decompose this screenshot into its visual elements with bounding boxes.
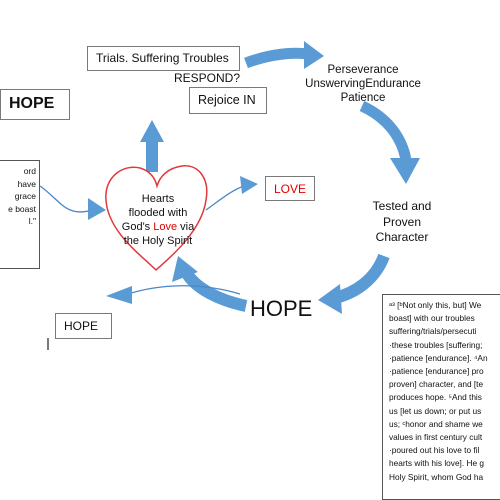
left-note-line: have [17,178,36,189]
arrow-perseverance-to-tested [359,101,420,184]
hope-left-label: HOPE [9,95,55,112]
heart-line-3-post: via [177,221,195,233]
left-note-line: l." [28,216,36,226]
heart-line-1: Hearts [141,193,175,205]
hope-big-label: HOPE [250,296,313,321]
heart-line-4: the Holy Spirit [123,235,193,247]
hope-small-label: HOPE [64,319,99,333]
scripture-line: values in first century cult [389,432,483,443]
rejoice-box: Rejoice IN [189,87,267,114]
trials-label: Trials. Suffering Troubles [96,51,229,65]
character-line: Character [375,230,429,244]
heart-line-2: flooded with [128,207,188,219]
scripture-line: proven] character, and [te [389,379,484,390]
left-note-line: e boast [8,203,36,214]
scripture-line: ·patience [endurance]. ⁴An [389,352,488,363]
endurance-line: UnswervingEndurance [305,78,421,90]
scripture-line: boast] with our troubles [389,313,475,324]
scripture-line: ·poured out his love to fil [389,445,480,456]
scripture-box: ᵃ³ [ᵇNot only this, but] We boast] with … [382,294,500,500]
hope-left-box: HOPE [0,89,70,120]
love-label: LOVE [274,182,307,196]
scripture-line: us [let us down; or put us [389,405,482,416]
arrow-hope-to-hope-small [106,285,241,304]
scripture-line: suffering/trials/persecuti [389,326,477,337]
hope-small-box: HOPE [55,313,112,339]
arrow-hope-to-heart [172,256,248,312]
perseverance-label: Perseverance UnswervingEndurance Patienc… [300,63,426,105]
scripture-line: ᵃ³ [ᵇNot only this, but] We [389,300,482,310]
scripture-line: produces hope. ⁵And this [389,392,482,403]
respond-label: RESPOND? [174,71,241,85]
rejoice-label: Rejoice IN [198,93,256,107]
arrow-note-to-heart [39,185,106,220]
left-note-line: grace [14,191,36,201]
proven-line: Proven [382,214,422,229]
love-box: LOVE [265,176,315,201]
arrow-heart-to-rejoice [140,120,164,172]
perseverance-line: Perseverance [327,64,399,76]
scripture-line: hearts with his love]. He g [389,458,484,469]
scripture-line: ·these troubles [suffering; [389,339,483,350]
heart-text: Hearts flooded with God's Love via the H… [106,192,210,248]
heart-line-3: God's Love via [106,220,210,234]
arrow-heart-to-love [205,176,258,211]
tested-label: Tested and Proven Character [358,199,446,246]
trials-box: Trials. Suffering Troubles [87,46,240,71]
left-note-box: ord have grace e boast l." [0,160,40,269]
tested-line: Tested and [372,199,432,213]
scripture-line: Holy Spirit, whom God ha [389,471,484,482]
scripture-line: ·patience [endurance] pro [389,366,484,377]
heart-line-3-pre: God's [121,221,154,233]
patience-line: Patience [340,92,386,104]
heart-love-word: Love [153,221,178,233]
left-note-line: ord [23,166,36,176]
arrow-tested-to-hope [318,253,390,314]
arrow-trials-to-perseverance [244,41,324,69]
scripture-line: us; ᶜhonor and shame we [389,418,483,429]
